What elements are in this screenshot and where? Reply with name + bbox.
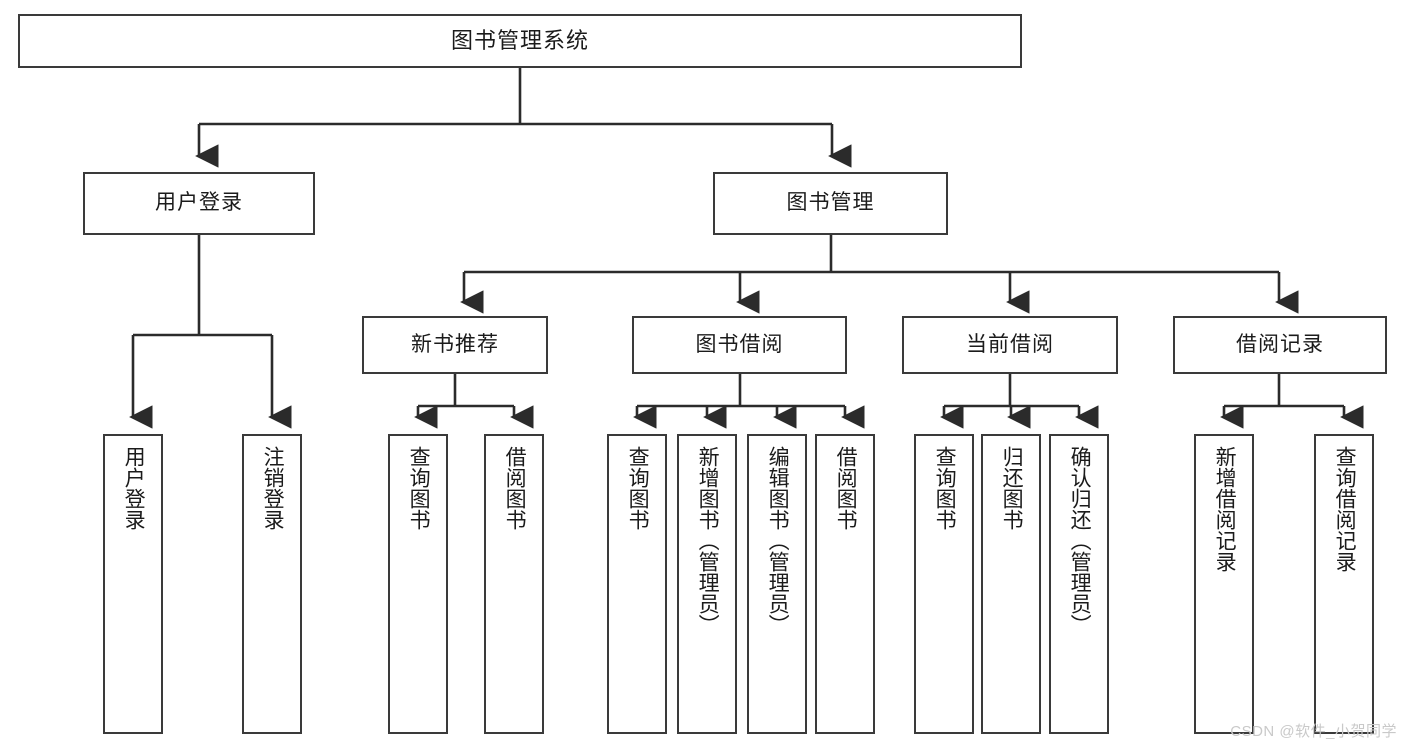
node-current-borrow[interactable]: 当前借阅 — [902, 316, 1118, 374]
node-label: 确认归还（管理员） — [1068, 446, 1092, 635]
node-label: 当前借阅 — [966, 332, 1054, 356]
node-user-login[interactable]: 用户登录 — [83, 172, 315, 235]
leaf-edit-book[interactable]: 编辑图书（管理员） — [747, 434, 807, 734]
node-label: 借阅图书 — [503, 446, 527, 530]
node-label: 用户登录 — [155, 191, 243, 215]
leaf-query-books-1[interactable]: 查询图书 — [388, 434, 448, 734]
node-new-book-recommend[interactable]: 新书推荐 — [362, 316, 548, 374]
node-root-system[interactable]: 图书管理系统 — [18, 14, 1022, 68]
leaf-add-record[interactable]: 新增借阅记录 — [1194, 434, 1254, 734]
node-label: 查询借阅记录 — [1333, 446, 1357, 572]
leaf-user-login[interactable]: 用户登录 — [103, 434, 163, 734]
node-label: 借阅图书 — [834, 446, 858, 530]
leaf-return-book[interactable]: 归还图书 — [981, 434, 1041, 734]
leaf-logout-login[interactable]: 注销登录 — [242, 434, 302, 734]
node-label: 借阅记录 — [1236, 332, 1324, 356]
node-book-management[interactable]: 图书管理 — [713, 172, 948, 235]
leaf-add-book[interactable]: 新增图书（管理员） — [677, 434, 737, 734]
node-label: 新增图书（管理员） — [696, 446, 720, 635]
node-label: 编辑图书（管理员） — [766, 446, 790, 635]
node-label: 查询图书 — [626, 446, 650, 530]
node-label: 注销登录 — [261, 446, 285, 530]
node-label: 图书管理系统 — [450, 28, 589, 54]
node-label: 归还图书 — [1000, 446, 1024, 530]
node-borrow-record[interactable]: 借阅记录 — [1173, 316, 1387, 374]
leaf-query-books-2[interactable]: 查询图书 — [607, 434, 667, 734]
node-label: 新增借阅记录 — [1213, 446, 1237, 572]
leaf-borrow-books-2[interactable]: 借阅图书 — [815, 434, 875, 734]
node-book-borrow[interactable]: 图书借阅 — [632, 316, 847, 374]
leaf-borrow-books-1[interactable]: 借阅图书 — [484, 434, 544, 734]
leaf-confirm-return[interactable]: 确认归还（管理员） — [1049, 434, 1109, 734]
node-label: 图书管理 — [786, 191, 875, 215]
leaf-query-record[interactable]: 查询借阅记录 — [1314, 434, 1374, 734]
node-label: 新书推荐 — [411, 332, 499, 356]
node-label: 查询图书 — [933, 446, 957, 530]
node-label: 用户登录 — [122, 446, 146, 530]
leaf-query-books-3[interactable]: 查询图书 — [914, 434, 974, 734]
node-label: 图书借阅 — [695, 332, 784, 356]
node-label: 查询图书 — [407, 446, 431, 530]
watermark: CSDN @软件_小贺同学 — [1230, 723, 1397, 740]
